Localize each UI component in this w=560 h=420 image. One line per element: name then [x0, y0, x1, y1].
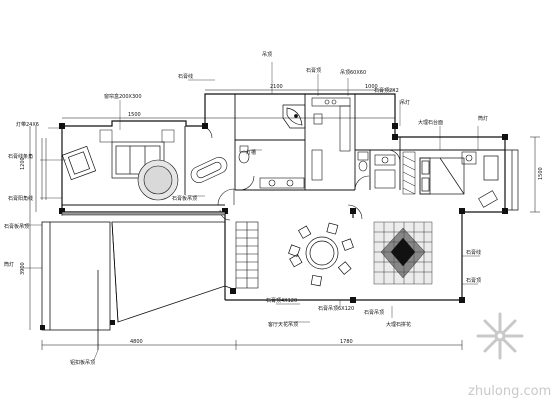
- vanity-sinks: [259, 177, 305, 189]
- annotation-label: 石膏吊顶: [364, 309, 384, 316]
- dining-table: [288, 222, 354, 287]
- dim-right-1: 1500: [538, 167, 544, 180]
- annotation-label: 石膏线: [178, 73, 193, 80]
- interior-walls: [62, 94, 505, 206]
- annotation-label: 筒灯: [478, 115, 488, 122]
- door-swings: [199, 125, 401, 221]
- annotation-label: 石膏吊顶6X120: [318, 305, 354, 312]
- annotation-label: 石膏板吊顶: [4, 223, 29, 230]
- dimension-lines: [29, 89, 540, 350]
- dim-left-1: 1200: [20, 157, 26, 170]
- annotation-label: 灯带24X6: [16, 121, 39, 128]
- annotation-label: 吊灯: [400, 99, 410, 106]
- annotation-label: 灯槽: [246, 149, 256, 156]
- annotation-label: 大理石台面: [418, 119, 443, 126]
- staircase: [235, 221, 259, 289]
- wall-columns: [40, 123, 508, 330]
- kitchen-counter: [311, 97, 351, 181]
- tile-rug: [373, 221, 433, 285]
- annotation-label: 石膏顶: [466, 277, 481, 284]
- annotation-label: 石膏线条角: [8, 153, 33, 160]
- annotation-label: 石膏板吊顶: [172, 195, 197, 202]
- annotation-label: 石膏顶2X2: [374, 87, 399, 94]
- dim-bottom-1: 4800: [130, 339, 143, 345]
- annotation-label: 石膏阳角线: [8, 195, 33, 202]
- annotation-label: 筒灯: [4, 261, 14, 268]
- toilet: [238, 145, 250, 164]
- dim-top-3: 1000: [365, 84, 378, 90]
- annotation-label: 窗帘盒200X300: [104, 93, 142, 100]
- wardrobe-hatch: [402, 151, 416, 195]
- bed: [419, 157, 465, 195]
- annotation-label: 大理石拼花: [386, 321, 411, 328]
- window-left: [41, 138, 226, 216]
- annotation-label: 石膏顶: [306, 67, 321, 74]
- dim-bottom-2: 1780: [340, 339, 353, 345]
- watermark-text: zhulong.com: [468, 384, 551, 399]
- annotation-label: 客厅天花吊顶: [268, 321, 298, 328]
- round-rug: [137, 159, 179, 201]
- leader-lines: [20, 62, 480, 361]
- bathtub: [282, 104, 306, 129]
- dim-top-1: 1500: [128, 112, 141, 118]
- zhulong-logo-icon: [476, 312, 524, 360]
- annotation-label: 吊顶: [262, 52, 272, 58]
- annotation-label: 石膏顶4X120: [266, 297, 297, 304]
- annotations: 灯带24X6 窗帘盒200X300 石膏线 吊顶 吊顶60X60 石膏顶 石膏顶…: [4, 52, 488, 366]
- terrace: [41, 221, 237, 350]
- bay-window-right: [483, 149, 519, 211]
- annotation-label: 吊顶60X60: [340, 70, 366, 76]
- small-bath-right: [357, 151, 396, 189]
- watermark: zhulong.com: [468, 312, 551, 399]
- dim-left-2: 3900: [20, 262, 26, 275]
- bedside-tables: [461, 151, 498, 208]
- dimension-texts: 1500 2100 1000 1200 3900 4800 1780 1500: [20, 84, 544, 345]
- annotation-label: 石膏线: [466, 249, 481, 256]
- annotation-label: 铝扣板吊顶: [70, 359, 95, 366]
- coffee-table: [190, 157, 228, 183]
- dim-top-2: 2100: [270, 84, 283, 90]
